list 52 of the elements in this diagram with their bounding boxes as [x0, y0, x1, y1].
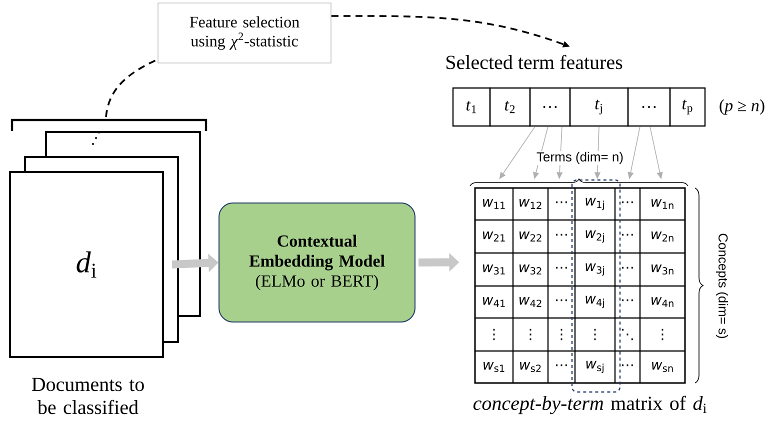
matrix-entry: w$_{1n}$ — [651, 199, 674, 209]
node-label: concept-by-term matrix of d$_{i}$ — [473, 396, 706, 414]
matrix-entry: ⋯ — [556, 299, 567, 302]
term-cell: … — [529, 87, 571, 127]
selection-box: Feature selection using χ$^{2}$-statistic — [158, 2, 332, 64]
matrix-entry: w$_{2j}$ — [586, 230, 604, 243]
term-cell: … — [627, 87, 671, 127]
term-cell: t$_{j}$ — [569, 87, 629, 127]
matrix-entry: w$_{s2}$ — [520, 362, 541, 372]
matrix-entry: w$_{1j}$ — [586, 198, 604, 210]
matrix-entry: w$_{s1}$ — [484, 362, 504, 372]
matrix-entry: ⋮ — [560, 328, 562, 340]
matrix-entry: ⋯ — [556, 364, 567, 366]
matrix-entry: w$_{12}$ — [519, 199, 542, 209]
matrix-entry: w$_{sj}$ — [586, 360, 604, 374]
matrix-entry: w$_{41}$ — [482, 297, 505, 307]
matrix-grid — [474, 187, 686, 384]
heading: Selected term features — [446, 54, 622, 70]
matrix-entry: ⋮ — [493, 328, 495, 340]
matrix-entry: ⋯ — [556, 266, 567, 269]
matrix-entry: ⋮ — [662, 328, 664, 340]
matrix-entry: w$_{sn}$ — [652, 362, 673, 372]
matrix-entry: w$_{31}$ — [482, 264, 505, 275]
matrix-entry: w$_{22}$ — [519, 232, 542, 242]
matrix-entry: ⋯ — [622, 234, 633, 236]
matrix-entry: w$_{11}$ — [482, 199, 505, 209]
document-page: d$_{i}$ — [9, 171, 164, 358]
dimension-note: (p ≥ n) — [720, 99, 764, 115]
model-box: Contextual Embedding Model (ELMo or BERT) — [218, 202, 416, 322]
matrix-entry: ⋯ — [556, 201, 567, 204]
matrix-entry: w$_{4n}$ — [651, 297, 674, 307]
axis-label: Terms (dim= n) — [535, 150, 625, 166]
matrix-entry: ⋯ — [622, 266, 633, 269]
matrix-entry: w$_{42}$ — [519, 297, 542, 307]
matrix-entry: w$_{21}$ — [482, 232, 505, 242]
matrix-entry: ⋯ — [622, 364, 633, 366]
matrix-entry: ⋮ — [530, 328, 532, 340]
matrix-entry: w$_{4j}$ — [586, 296, 604, 308]
matrix-entry: ⋱ — [622, 328, 633, 340]
term-cell: t$_{2}$ — [489, 87, 531, 127]
matrix-entry: ⋯ — [556, 234, 567, 236]
matrix-entry: w$_{3n}$ — [651, 264, 674, 275]
matrix-entry: w$_{3j}$ — [586, 263, 604, 276]
matrix-entry: ⋯ — [622, 201, 633, 204]
matrix-entry: ⋯ — [622, 299, 633, 302]
node-label: Documents to be classified — [32, 378, 144, 414]
term-cell: t$_{p}$ — [669, 87, 706, 127]
term-cell: t$_{1}$ — [452, 87, 491, 127]
axis-label: Concepts (dim= s) — [716, 234, 728, 338]
matrix-entry: w$_{2n}$ — [651, 232, 674, 242]
matrix-entry: ⋮ — [594, 328, 596, 340]
matrix-entry: w$_{32}$ — [519, 264, 542, 275]
